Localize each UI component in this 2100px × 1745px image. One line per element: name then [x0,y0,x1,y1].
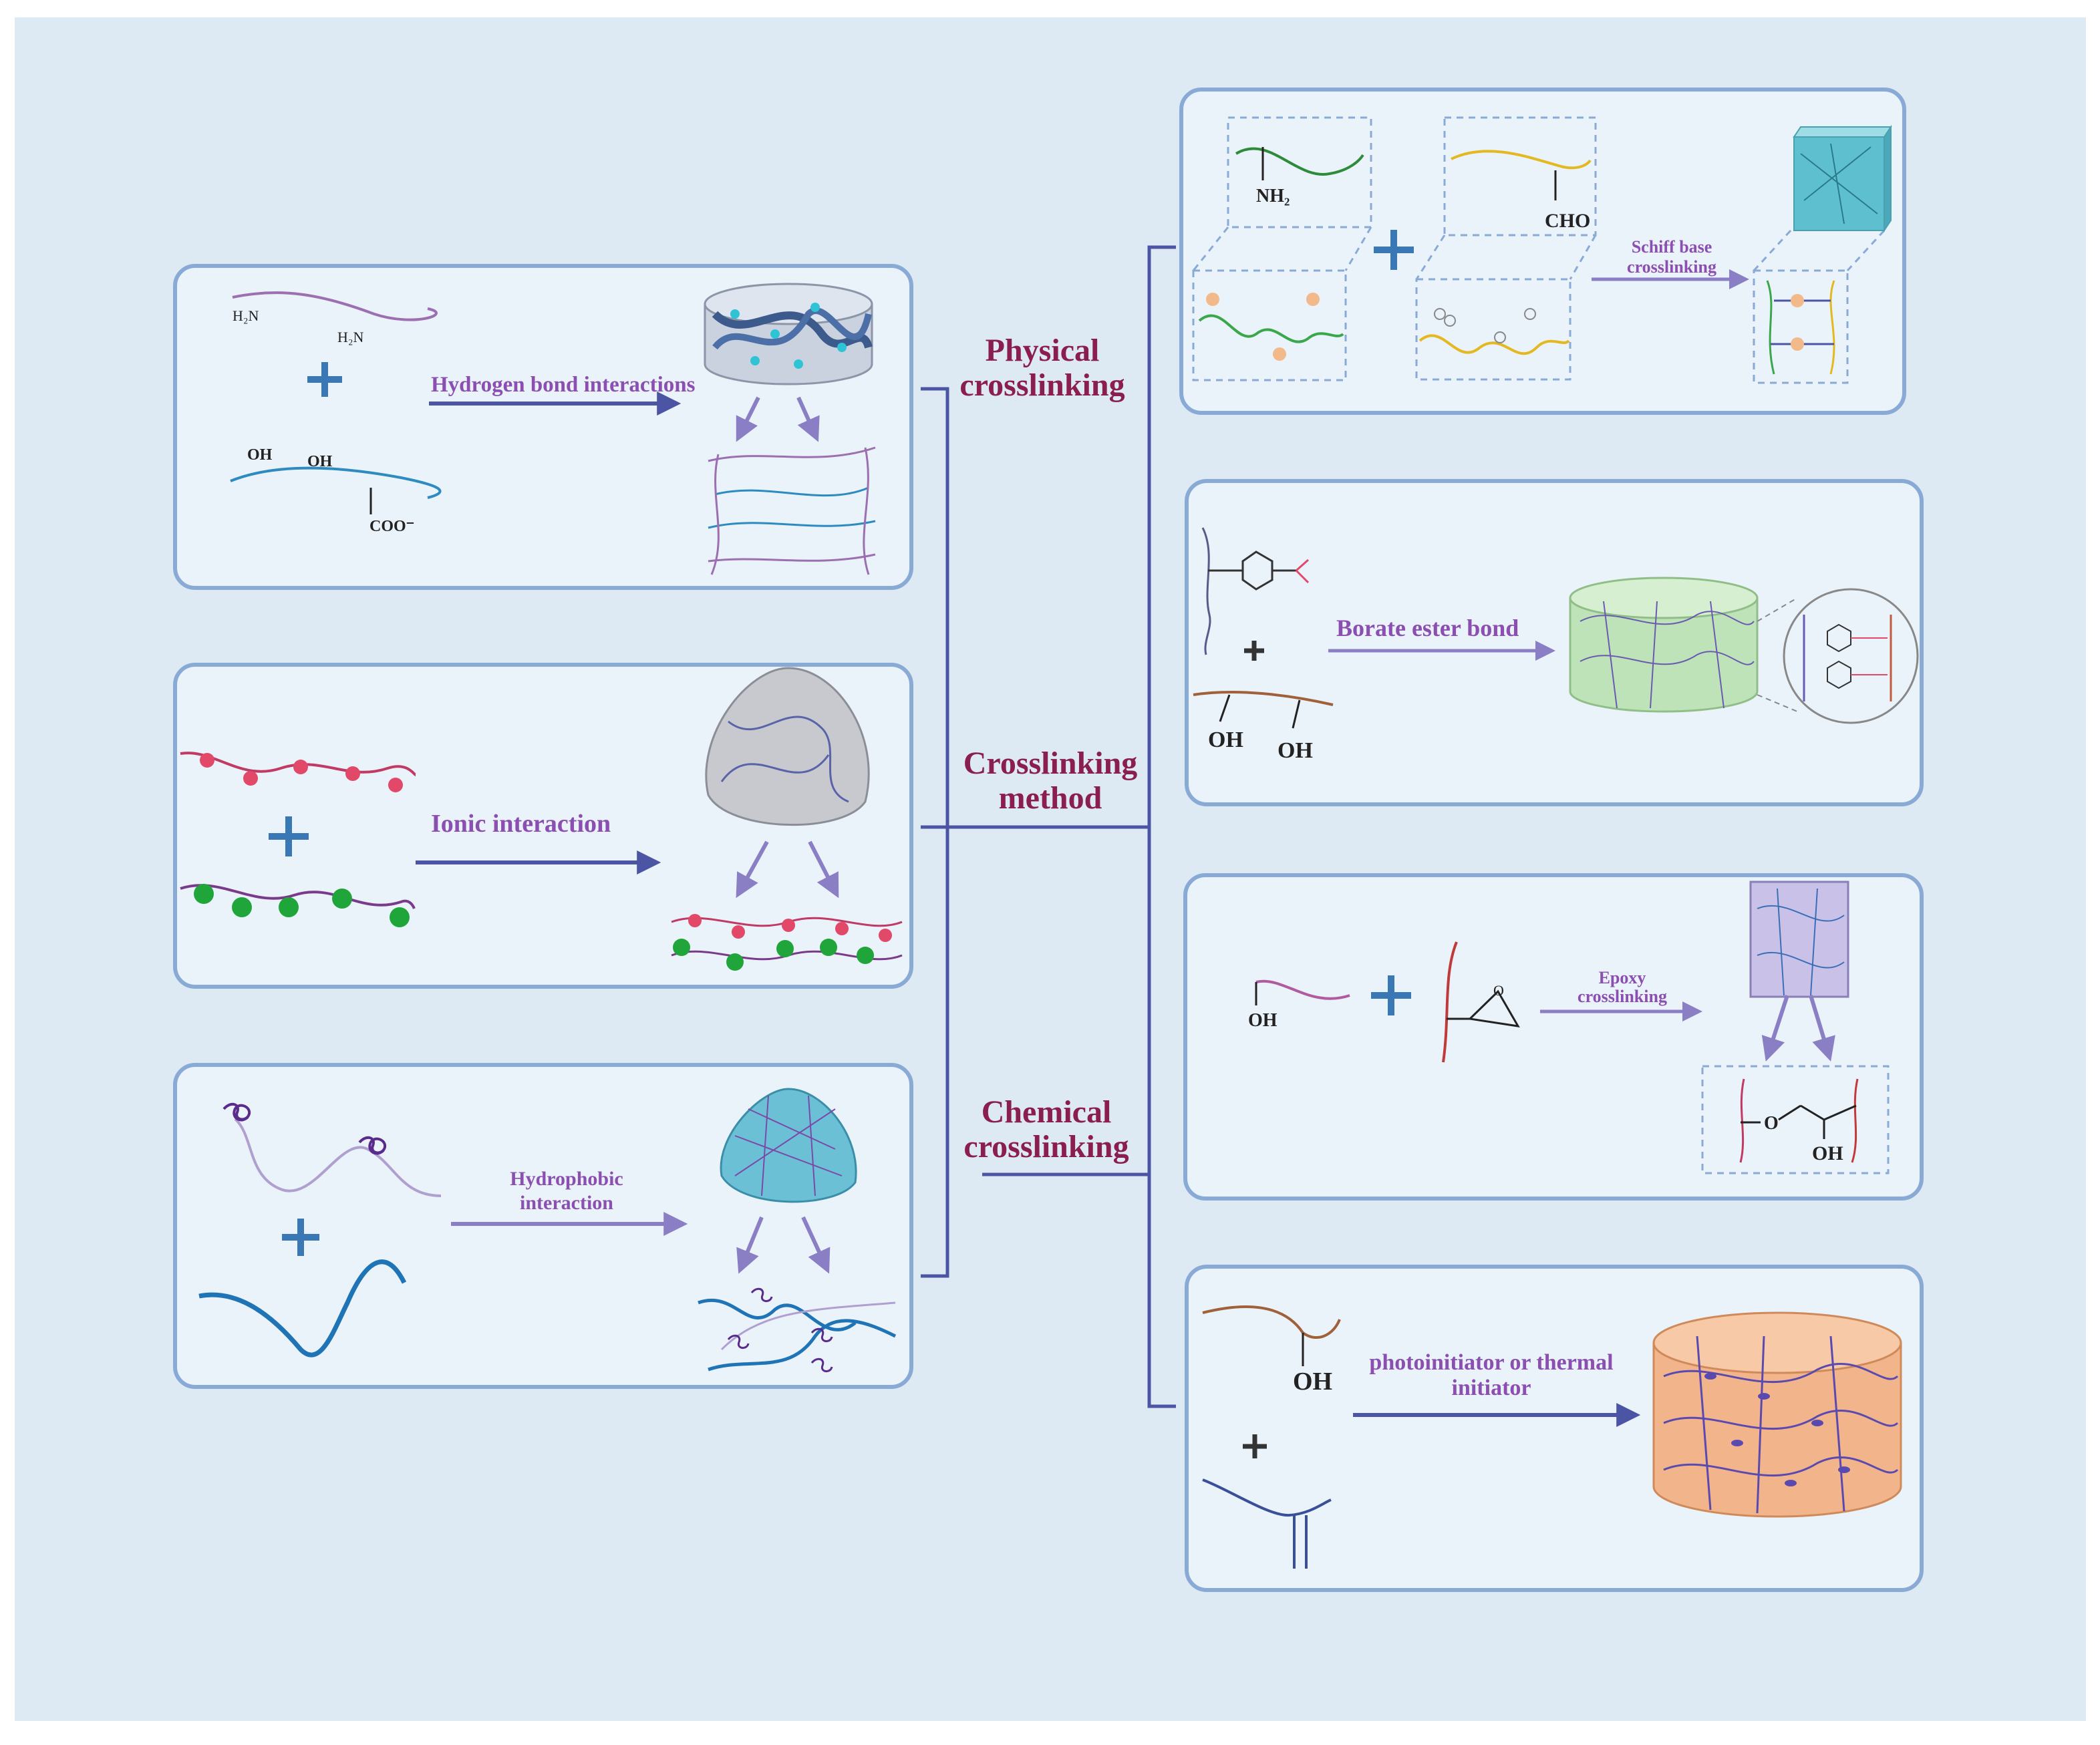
epoxy-oh-left: OH [1248,1010,1278,1031]
hydrogel-cylinder-orange-icon [1652,1311,1902,1518]
aldehyde-polymer-chain [1451,150,1592,170]
center-labels: Physical crosslinking Crosslinking metho… [959,333,1137,1164]
photo-oh-label: OH [1293,1368,1332,1396]
panel-frame [1179,88,1906,415]
epoxide-o-label: O [1493,982,1504,999]
hydrogen-label: Hydrogen bond interactions [431,373,696,397]
hydrogel-cylinder-icon [704,283,873,385]
borate-oh-1: OH [1208,728,1243,752]
panel-hydrogen-bond: H₂N H₂N OH OH COO⁻ Hydrogen bond interac… [173,264,913,590]
carboxylate-label: COO⁻ [369,518,414,535]
hydroxyl-label-1: OH [247,446,273,464]
epoxy-ether-o: O [1764,1113,1779,1134]
down-arrow-right [801,1216,831,1274]
photo-label-line1: photoinitiator or thermal [1369,1350,1613,1375]
plus-icon [307,362,342,397]
amide-group-1: H₂N [233,307,259,324]
borate-label: Borate ester bond [1336,615,1519,641]
hydroxyl-label-2: OH [307,453,333,470]
epoxide-ring-icon [1447,989,1520,1027]
borate-oh-2: OH [1278,738,1313,763]
plus-icon [1244,641,1264,661]
down-arrow-left [736,840,769,899]
double-bond-icon [1293,1515,1308,1569]
dashed-frames [1192,116,1886,384]
panel-photo-thermal: OH photoinitiator or thermal initiator [1185,1265,1924,1592]
positive-charge-icons [194,884,410,927]
hydrophobic-network-detail [698,1287,897,1372]
epoxy-label-line1: Epoxy [1599,968,1646,987]
hydrophilic-polymer-chain [198,1259,407,1358]
down-arrow-left [1761,995,1789,1062]
down-arrow-right [808,840,839,899]
negative-charge-icons [200,753,403,792]
gel-dome-blue-icon [720,1088,857,1203]
method-title-line1: Crosslinking [963,746,1138,781]
chemical-title-line1: Chemical [982,1094,1112,1130]
method-title-line2: method [999,780,1102,816]
physical-title-line1: Physical [986,333,1100,368]
panel-ionic: Ionic interaction [173,663,913,989]
zoom-circle-icon [1783,588,1919,724]
plus-icon [1371,975,1411,1015]
hydrogel-cube-icon [1793,124,1892,233]
panel-frame [1183,873,1924,1201]
down-arrow-right [1809,995,1835,1062]
aldehyde-label: CHO [1545,210,1590,232]
down-arrow-left [736,1216,764,1274]
hydrophobic-polymer-chain [234,1118,442,1197]
hydrophobic-group-icons [222,1102,387,1155]
connector-lines [921,245,1176,1408]
schiff-label-line1: Schiff base [1632,237,1712,257]
plus-icon [282,1219,319,1256]
epoxy-product-frame [1701,1065,1890,1174]
hydroxyl-polymer-chain [230,466,442,499]
amide-polymer-chain [232,291,438,321]
down-arrow-right [796,396,820,442]
cationic-polymer-chain [180,884,416,909]
diol-polymer-chain [1193,690,1334,706]
hydrophobic-label-line1: Hydrophobic [510,1168,623,1190]
vinyl-polymer-chain [1202,1478,1332,1517]
epoxy-product-detail [1739,1078,1859,1163]
hydroxyl-polymer-chain [1202,1305,1341,1339]
epoxy-oh-right: OH [1812,1142,1843,1164]
down-arrow-left [736,396,760,442]
aldehyde-backbone-detail [1418,334,1570,355]
photo-label-line2: initiator [1452,1376,1531,1400]
panel-borate-ester: OH OH Borate ester bond [1185,479,1924,806]
zoom-lines [1757,597,1798,712]
ionic-network-detail [671,914,903,971]
amine-polymer-chain [1235,147,1364,176]
chemical-title-line2: crosslinking [963,1129,1129,1164]
phenyl-boronic-icon [1208,550,1310,591]
panel-epoxy: OH O Epoxy crosslinking O OH [1183,873,1924,1201]
epoxide-polymer-chain [1442,941,1458,1063]
epoxy-label-line2: crosslinking [1578,987,1667,1006]
amide-group-2: H₂N [337,329,364,345]
plus-icon [269,816,309,856]
physical-title-line2: crosslinking [959,367,1124,403]
plus-icon [1243,1434,1267,1458]
hydrogel-cylinder-green-icon [1569,577,1759,713]
hydrophobic-label-line2: interaction [520,1192,613,1214]
anionic-polymer-chain [180,752,417,776]
ionic-label: Ionic interaction [431,810,611,838]
gel-dome-icon [705,667,870,826]
hydrogel-block-icon [1749,881,1849,998]
hydroxyl-polymer-chain [1255,979,1350,1000]
schiff-network-detail [1766,280,1835,375]
panel-schiff-base: NH₂ CHO Schiff base crosslinking [1179,88,1906,415]
amine-label: NH₂ [1256,186,1290,206]
hydrogen-network-detail [708,446,876,575]
amine-backbone-detail [1198,314,1344,343]
plus-icon [1374,230,1414,270]
boronic-polymer-chain [1201,527,1211,655]
schiff-label-line2: crosslinking [1627,257,1716,277]
panel-hydrophobic: Hydrophobic interaction [173,1063,913,1389]
